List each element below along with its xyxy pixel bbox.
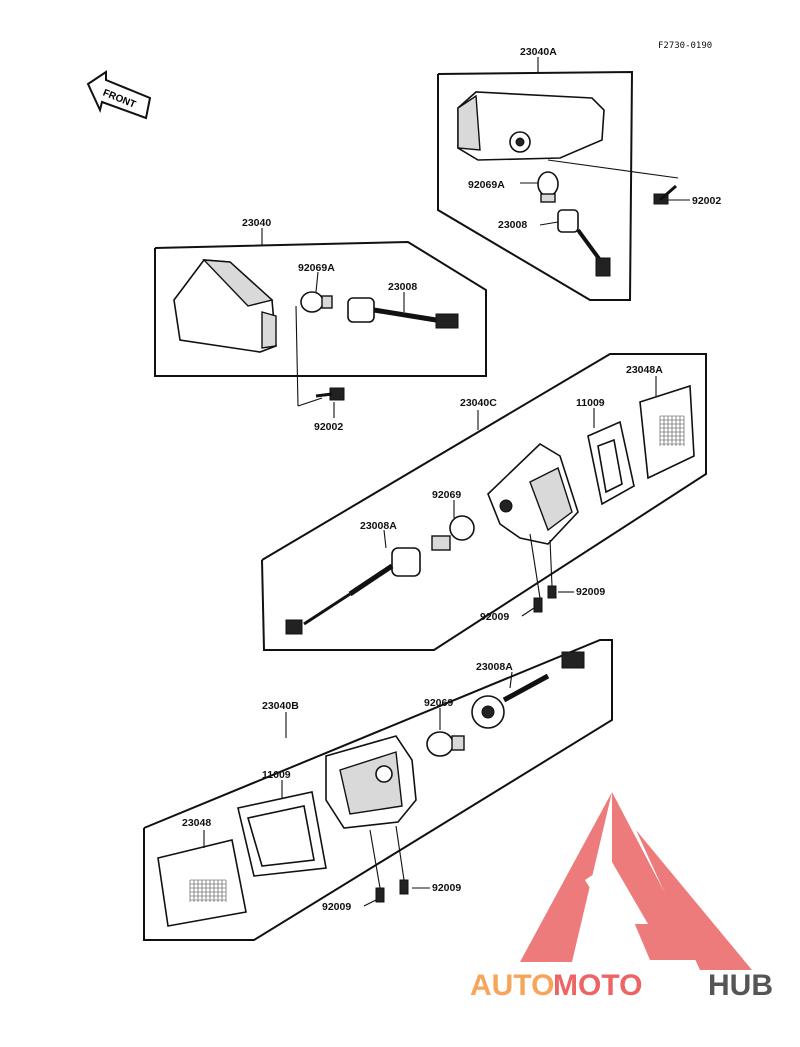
socket-23008A-c — [285, 547, 421, 635]
turn-signal-housing-c — [487, 442, 579, 545]
screw-92009-b1 — [375, 887, 385, 903]
svg-text:92069: 92069 — [424, 697, 453, 709]
turn-signal-housing-front — [173, 259, 277, 353]
turn-signal-housing-b — [325, 735, 417, 829]
group-23040A: 23040A 92069A 23008 92002 — [437, 46, 721, 301]
socket-23008-mid — [347, 297, 459, 329]
screw-92002-mid — [315, 387, 345, 401]
svg-text:92009: 92009 — [480, 611, 509, 623]
screw-92002-top — [653, 184, 677, 205]
lens-23048 — [157, 839, 247, 927]
svg-text:92002: 92002 — [692, 195, 721, 207]
logo-text-hub: HUB — [708, 969, 773, 1002]
svg-text:92069A: 92069A — [298, 262, 335, 274]
svg-text:23048A: 23048A — [626, 364, 663, 376]
svg-text:23040B: 23040B — [262, 700, 299, 712]
screw-92009-c1 — [533, 597, 543, 613]
gasket-11009-c — [587, 420, 635, 506]
svg-text:11009: 11009 — [262, 769, 291, 781]
logo-text-moto: MOTO — [553, 969, 642, 1002]
screw-92009-b2 — [399, 879, 409, 895]
gasket-11009-b — [237, 791, 327, 877]
svg-text:11009: 11009 — [576, 397, 605, 409]
label-23040A: 23040A — [520, 46, 557, 58]
svg-text:23008: 23008 — [388, 281, 417, 293]
screw-92009-c2 — [547, 585, 557, 599]
bulb-92069-b — [426, 731, 465, 757]
svg-text:92069A: 92069A — [468, 179, 505, 191]
svg-text:92009: 92009 — [432, 882, 461, 894]
logo-text-auto: AUTO — [470, 969, 554, 1002]
group-23040: 23040 92069A 23008 92002 — [154, 217, 487, 433]
svg-text:92009: 92009 — [322, 901, 351, 913]
svg-text:92069: 92069 — [432, 489, 461, 501]
socket-23008-top — [557, 209, 611, 277]
bulb-92069A-mid — [300, 291, 333, 313]
svg-text:23008A: 23008A — [476, 661, 513, 673]
front-arrow-icon: FRONT — [86, 70, 152, 120]
svg-text:23008: 23008 — [498, 219, 527, 231]
svg-text:23040: 23040 — [242, 217, 271, 229]
ref-code: F2730-0190 — [658, 41, 712, 51]
svg-text:92002: 92002 — [314, 421, 343, 433]
svg-text:23040C: 23040C — [460, 397, 497, 409]
svg-text:92009: 92009 — [576, 586, 605, 598]
turn-signal-housing-rear — [457, 91, 605, 161]
svg-text:23048: 23048 — [182, 817, 211, 829]
group-23040B: 23040B 23008A 92069 11009 — [143, 639, 613, 941]
svg-text:23008A: 23008A — [360, 520, 397, 532]
group-23040C: 23040C 23048A 11009 92069 — [261, 353, 707, 651]
socket-23008A-b — [471, 651, 585, 729]
automotohub-logo: AUTO MOTO HUB — [470, 792, 773, 1002]
lens-23048A — [639, 384, 695, 480]
bulb-92069-c — [431, 515, 475, 551]
bulb-92069A-top — [537, 171, 559, 203]
